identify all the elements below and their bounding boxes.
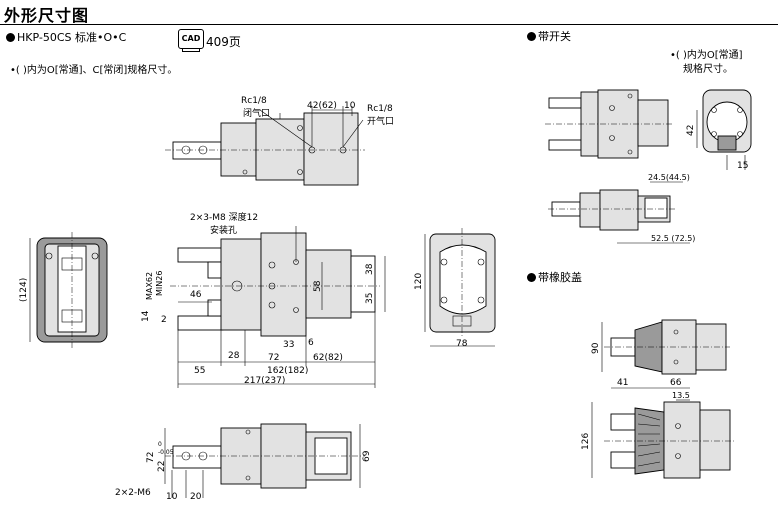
dim-switch-42: 42: [686, 125, 696, 136]
dim-33: 33: [283, 340, 294, 350]
dim-rubber-135: 13.5: [672, 391, 690, 400]
page-title: 外形尺寸图: [4, 6, 90, 25]
dim-35: 35: [365, 293, 375, 304]
title-divider: [0, 24, 778, 25]
bullet-icon: [527, 32, 536, 41]
dim-min26: MIN26: [155, 271, 164, 296]
dim-10-top: 10: [344, 101, 356, 111]
bullet-icon: [6, 33, 15, 42]
dim-rubber-41: 41: [617, 378, 628, 388]
dim-28: 28: [228, 351, 240, 361]
dim-38: 38: [365, 263, 375, 275]
switch-top-view: [548, 181, 690, 244]
dim-6: 6: [308, 338, 314, 348]
dim-closed-port: 闭气口: [243, 107, 270, 119]
rubber-side-view: [601, 319, 730, 375]
dim-open-port: 开气口: [367, 115, 394, 127]
rubber-top-view: [591, 387, 734, 479]
dim-tol-005: -0.05: [158, 449, 174, 456]
dim-switch-525: 52.5 (72.5): [651, 234, 695, 243]
dim-72: 72: [268, 353, 279, 363]
left-end-view: [29, 232, 108, 348]
dim-tol-0: 0: [158, 441, 162, 448]
cad-page-reference: 409页: [206, 35, 241, 49]
dim-m6: 2×2-M6: [115, 488, 151, 498]
dim-55: 55: [194, 366, 205, 376]
cad-download-button[interactable]: CAD: [178, 29, 204, 52]
dim-20: 20: [190, 492, 202, 502]
dim-22: 22: [157, 461, 167, 472]
dim-46: 46: [190, 290, 202, 300]
dim-58: 58: [313, 280, 323, 292]
dim-124: (124): [19, 278, 29, 302]
switch-side-view: [545, 89, 672, 159]
dim-switch-15: 15: [737, 161, 748, 171]
dim-72-bottom: 72: [146, 452, 156, 463]
dim-120: 120: [414, 273, 424, 290]
dim-m8: 2×3-M8 深度12: [190, 211, 258, 223]
dim-162-182: 162(182): [267, 366, 308, 376]
dim-42-62: 42(62): [307, 101, 337, 111]
right-end-view: [424, 228, 496, 347]
dim-78: 78: [456, 339, 468, 349]
dim-62-82: 62(82): [313, 353, 343, 363]
dim-10-bottom: 10: [166, 492, 178, 502]
dim-217-237: 217(237): [244, 376, 285, 386]
switch-note-line2: 规格尺寸。: [683, 64, 733, 75]
dim-rc-closed: Rc1/8: [241, 96, 267, 106]
rubber-section-label: 带橡胶盖: [527, 269, 582, 285]
switch-section-label: 带开关: [527, 28, 571, 44]
dim-rubber-66: 66: [670, 378, 682, 388]
dim-rc-open: Rc1/8: [367, 104, 393, 114]
dim-mount-holes: 安装孔: [210, 224, 237, 236]
dim-max62: MAX62: [145, 272, 154, 300]
model-label: HKP-50CS 标准•O•C: [6, 29, 126, 45]
dim-69: 69: [362, 450, 372, 462]
dim-rubber-126: 126: [581, 433, 591, 450]
switch-note-line1: •( )内为O[常通]: [670, 50, 743, 61]
bottom-view: [164, 423, 365, 498]
top-view: [165, 106, 365, 186]
spec-note: •( )内为O[常通]、C[常闭]规格尺寸。: [10, 65, 178, 76]
dim-2: 2: [161, 315, 167, 325]
bullet-icon: [527, 273, 536, 282]
dim-14: 14: [141, 310, 151, 322]
dim-rubber-90: 90: [591, 342, 601, 354]
front-view: [170, 226, 386, 388]
dim-switch-245: 24.5(44.5): [648, 173, 690, 182]
switch-end-view: [696, 89, 752, 170]
